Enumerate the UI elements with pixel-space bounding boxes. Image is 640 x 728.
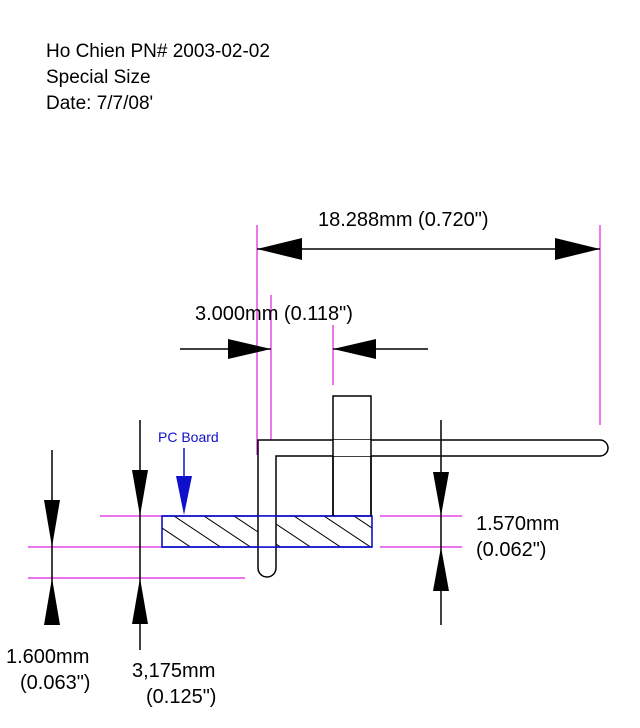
arrowhead-pointing-right: [228, 339, 271, 359]
dimension-pin-depth: 3,175mm (0.125"): [132, 420, 216, 708]
arrowhead-up: [433, 547, 449, 591]
board-hatching: [162, 516, 372, 547]
pc-board: [161, 515, 373, 548]
arrowhead-down: [433, 472, 449, 516]
overall-length-label: 18.288mm (0.720"): [318, 209, 489, 231]
dimension-board-thickness: 1.570mm (0.062"): [433, 420, 559, 625]
pc-board-callout: PC Board: [158, 429, 219, 515]
board-thickness-in-label: (0.062"): [476, 539, 546, 561]
arrowhead-up: [132, 578, 148, 624]
arrowhead-left: [257, 238, 302, 260]
date-text: Date: 7/7/08': [46, 93, 153, 114]
extension-lines: [28, 225, 601, 579]
pin-tail-in-label: (0.063"): [20, 672, 90, 694]
dimension-overall-length: 18.288mm (0.720"): [257, 209, 600, 260]
arrowhead-right: [555, 238, 600, 260]
arrowhead-up: [44, 578, 60, 625]
arrowhead-down: [44, 500, 60, 547]
arrowhead-pointing-left: [333, 339, 376, 359]
board-thickness-mm-label: 1.570mm: [476, 513, 559, 535]
dimension-pin-tail: 1.600mm (0.063"): [6, 450, 90, 694]
pin-depth-mm-label: 3,175mm: [132, 660, 215, 682]
pin-depth-in-label: (0.125"): [146, 686, 216, 708]
part-number-text: Ho Chien PN# 2003-02-02: [46, 41, 270, 62]
bent-pin: [257, 439, 609, 578]
pin-tail-mm-label: 1.600mm: [6, 646, 89, 668]
arrowhead-down: [132, 470, 148, 516]
pc-board-arrow: [176, 476, 192, 515]
pc-board-label: PC Board: [158, 429, 219, 445]
pin-offset-label: 3.000mm (0.118"): [195, 303, 353, 325]
special-size-text: Special Size: [46, 67, 151, 88]
dimension-pin-offset: 3.000mm (0.118"): [180, 303, 428, 359]
